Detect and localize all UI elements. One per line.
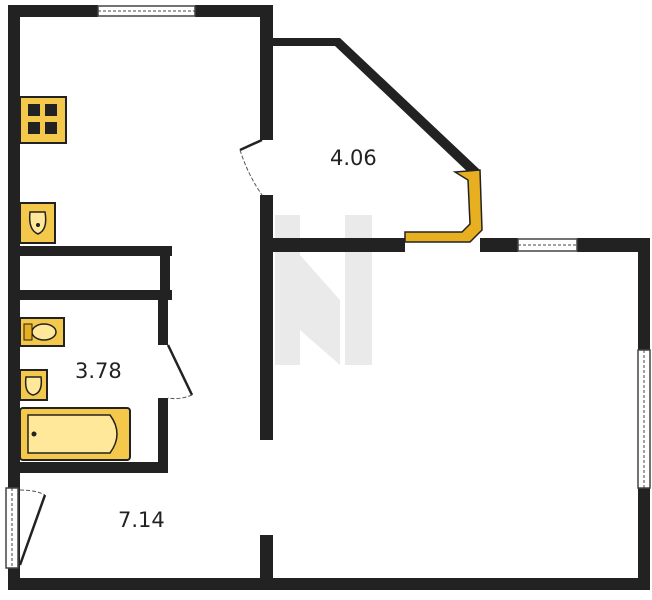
- balcony-door-frame: [404, 169, 483, 243]
- walls: [8, 5, 650, 590]
- balcony-window: [517, 238, 578, 252]
- bathroom-area-label: 3.78: [75, 359, 122, 383]
- balcony-area-label: 4.06: [330, 146, 377, 170]
- bathtub-icon: [19, 407, 131, 461]
- kitchen-sink-icon: [19, 202, 56, 244]
- toilet-icon: [19, 317, 65, 347]
- bathroom-door: [166, 344, 194, 400]
- left-window: [5, 487, 19, 569]
- balcony-door: [239, 138, 263, 196]
- entrance-door: [18, 489, 47, 566]
- right-window: [637, 349, 651, 489]
- hallway-area-label: 7.14: [118, 508, 165, 532]
- top-window: [97, 5, 196, 17]
- stove-icon: [19, 96, 67, 144]
- washbasin-icon: [19, 369, 48, 401]
- watermark: [275, 215, 372, 365]
